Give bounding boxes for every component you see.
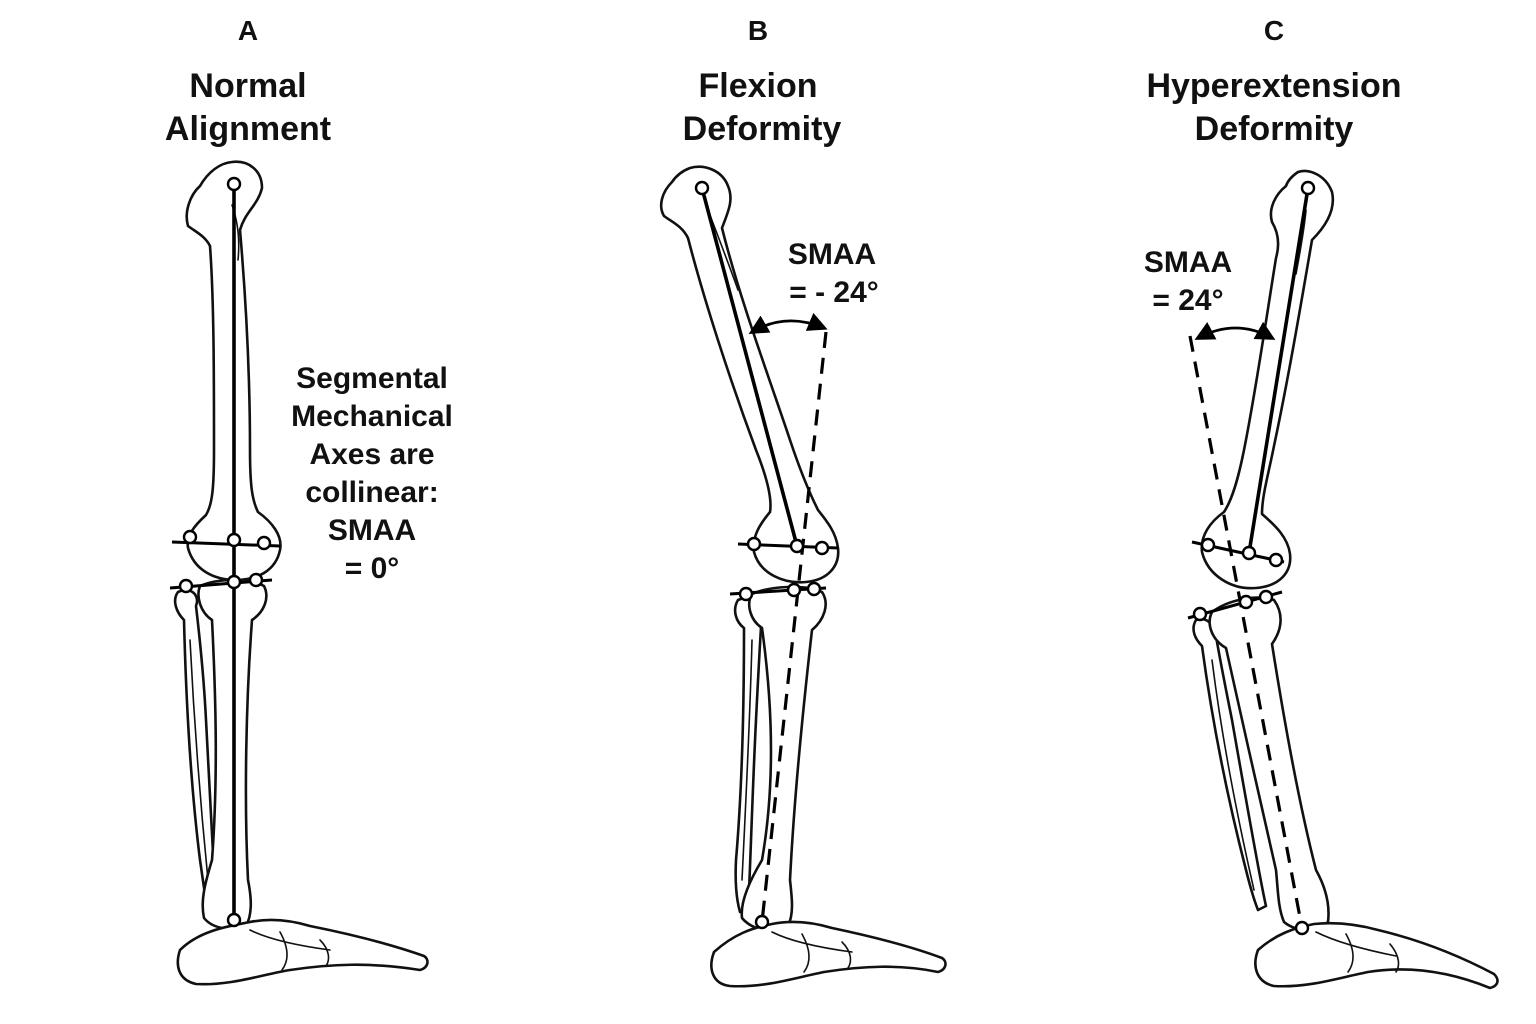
panel-a-title-line2: Alignment [165, 110, 331, 148]
panel-b-angle-label-line2: = - 24° [789, 276, 879, 309]
knee-joint-points-icon [806, 581, 822, 597]
panel-c: C Hyperextension Deformity [1144, 15, 1499, 990]
knee-joint-points-icon [226, 532, 242, 548]
knee-joint-points-icon [1258, 589, 1274, 605]
note-line: Segmental [296, 362, 448, 395]
panel-b-title-line1: Flexion [698, 67, 817, 105]
panel-b-angle-label-line1: SMAA [788, 238, 876, 271]
angle-arc-arrow-icon [1194, 321, 1276, 340]
hip-center-point-icon [694, 180, 710, 196]
fibula-icon [1192, 617, 1268, 912]
foot-icon [176, 918, 429, 986]
panel-a-letter: A [238, 15, 258, 46]
panel-c-title-line2: Deformity [1195, 110, 1354, 148]
knee-joint-points-icon [182, 529, 198, 545]
knee-joint-points-icon [226, 574, 242, 590]
femur-icon [1200, 169, 1335, 590]
mechanical-axis-line-icon [1247, 186, 1310, 555]
note-line: SMAA [328, 514, 416, 547]
note-line: Axes are [309, 438, 434, 471]
note-line: = 0° [345, 552, 400, 585]
knee-joint-points-icon [789, 538, 805, 554]
mechanical-axis-line-icon [1188, 335, 1304, 929]
panel-b-title-line2: Deformity [683, 110, 842, 148]
foot-icon [710, 920, 947, 988]
ankle-center-point-icon [1294, 920, 1310, 936]
foot-icon [1254, 921, 1499, 990]
knee-joint-points-icon [248, 572, 264, 588]
knee-joint-points-icon [746, 536, 762, 552]
knee-joint-points-icon [1268, 552, 1284, 568]
knee-joint-points-icon [1241, 545, 1257, 561]
knee-joint-points-icon [738, 586, 754, 602]
knee-joint-points-icon [178, 578, 194, 594]
panel-c-letter: C [1264, 15, 1284, 46]
panel-a: A Normal Alignment [165, 15, 453, 986]
panel-b-letter: B [748, 15, 768, 46]
mechanical-axis-line-icon [760, 331, 828, 923]
panel-a-title-line1: Normal [189, 67, 306, 105]
knee-joint-points-icon [1192, 606, 1208, 622]
ankle-center-point-icon [226, 912, 242, 928]
note-line: collinear: [305, 476, 438, 509]
panel-a-note: Segmental Mechanical Axes are collinear:… [291, 362, 453, 585]
hip-center-point-icon [1300, 180, 1316, 196]
knee-joint-points-icon [814, 540, 830, 556]
panel-c-title-line1: Hyperextension [1146, 67, 1401, 105]
fibula-icon [173, 588, 218, 912]
note-line: Mechanical [291, 400, 453, 433]
hip-center-point-icon [226, 176, 242, 192]
knee-joint-points-icon [1200, 537, 1216, 553]
ankle-center-point-icon [754, 914, 770, 930]
knee-joint-points-icon [1238, 594, 1254, 610]
panel-c-angle-label-line2: = 24° [1152, 284, 1223, 317]
mechanical-axis-line-icon [700, 186, 799, 548]
panel-c-angle-label-line1: SMAA [1144, 246, 1232, 279]
angle-arc-arrow-icon [748, 312, 828, 334]
knee-joint-points-icon [256, 535, 272, 551]
knee-joint-points-icon [786, 582, 802, 598]
panel-b: B Flexion Deformity [659, 15, 947, 988]
